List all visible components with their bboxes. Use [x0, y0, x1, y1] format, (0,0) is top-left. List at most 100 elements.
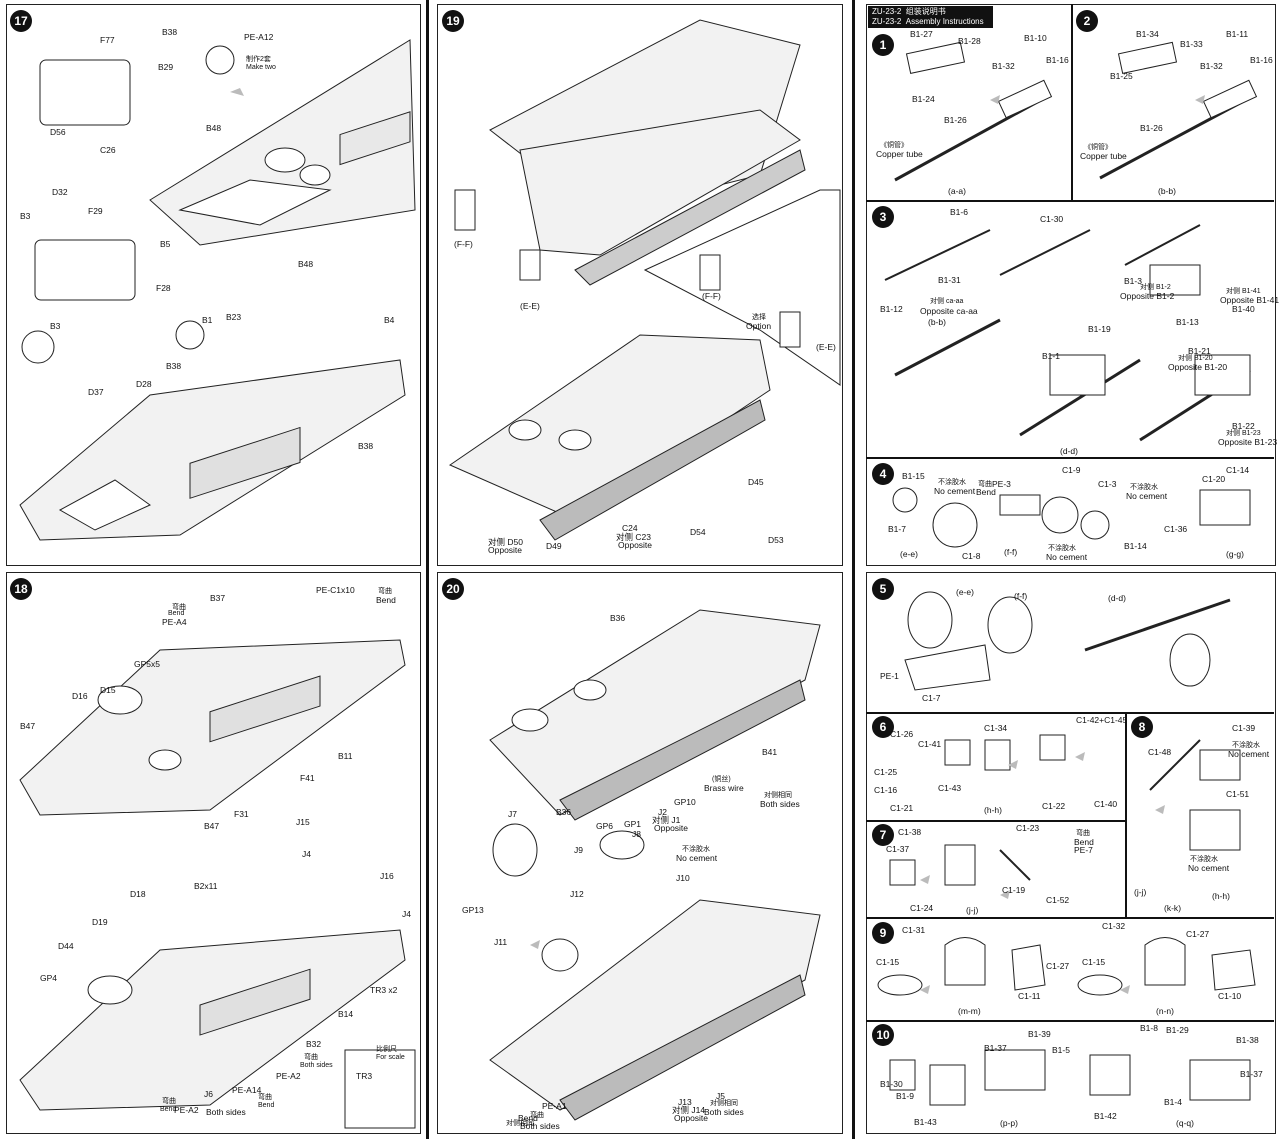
label-b1-40: B1-40 [1232, 304, 1255, 314]
label-b1-32-2: B1-32 [1200, 61, 1223, 71]
label-ff-2: (F-F) [702, 291, 721, 301]
label-b1-37-b: B1-37 [1240, 1069, 1263, 1079]
step-number-1: 1 [872, 34, 894, 56]
label-pe-a2: PE-A2 [276, 1071, 301, 1081]
label-pe-a12: PE-A12 [244, 32, 274, 42]
label-b1-26-2: B1-26 [1140, 123, 1163, 133]
label-b1-23-opp-cn: 对侧 B1-23 [1226, 430, 1261, 437]
column-divider [426, 0, 429, 1139]
label-dd-ref: (d-d) [1108, 593, 1126, 603]
label-b38-bottom: B38 [358, 441, 374, 451]
label-b47: B47 [20, 721, 36, 731]
caption-h-h: h-h [984, 805, 1002, 815]
label-gp1: GP1 [624, 819, 642, 829]
label-b38-mid: B38 [166, 361, 182, 371]
step-number-4: 4 [872, 463, 894, 485]
label-f29: F29 [88, 206, 103, 216]
label-ff-ref: (f-f) [1014, 591, 1028, 601]
label-c1-15: C1-15 [876, 957, 900, 967]
caption-p-p: p-p [1000, 1118, 1018, 1128]
label-f28: F28 [156, 283, 171, 293]
label-no-cement-cn-8b: 不涂胶水 [1190, 856, 1218, 863]
step-number-5: 5 [872, 578, 894, 600]
label-j13: J13 [678, 1097, 692, 1107]
label-b3: B3 [20, 211, 31, 221]
step-number-20: 20 [442, 578, 464, 600]
label-bend-cn-4: 弯曲 [978, 481, 992, 488]
label-pe-a1: PE-A1 [542, 1101, 567, 1111]
step-number-9: 9 [872, 922, 894, 944]
instruction-header: ZU-23-2 组装说明书 ZU-23-2 Assembly Instructi… [868, 6, 993, 28]
label-b1-37: B1-37 [984, 1043, 1007, 1053]
caption-n-n: n-n [1156, 1006, 1174, 1016]
label-bend-cn-3: 弯曲 [304, 1054, 318, 1061]
label-no-cement-4c: No cement [1046, 552, 1088, 562]
label-bend-4: Bend [160, 1106, 177, 1113]
label-gp10: GP10 [674, 797, 696, 807]
label-option-cn: 选择 [752, 314, 766, 321]
label-b1-1: B1-1 [1042, 351, 1060, 361]
label-j9: J9 [574, 845, 583, 855]
label-d49: D49 [546, 541, 562, 551]
label-bend-7: Bend [1074, 837, 1094, 847]
label-j11: J11 [494, 937, 508, 947]
label-b1-14: B1-14 [1124, 541, 1147, 551]
label-brass-wire: Brass wire [704, 783, 744, 793]
label-ee-ref: (e-e) [956, 587, 974, 597]
label-no-cement-cn-4a: 不涂胶水 [938, 479, 966, 486]
label-copper-tube-cn-2: 《铜管》 [1084, 144, 1112, 151]
label-bend-cn-1: 弯曲 [378, 588, 392, 595]
caption-e-e: e-e [900, 549, 918, 559]
label-b36: B36 [610, 613, 626, 623]
label-both-sides-1: Both sides [300, 1062, 333, 1069]
label-gp5x5: GP5x5 [134, 659, 160, 669]
label-b38: B38 [162, 27, 178, 37]
label-d54: D54 [690, 527, 706, 537]
label-b29: B29 [158, 62, 174, 72]
label-j14-opposite: 对侧 J14 [672, 1105, 706, 1115]
label-d37: D37 [88, 387, 104, 397]
label-c23-opposite: 对侧 C23 [616, 532, 651, 542]
step-number-10: 10 [872, 1024, 894, 1046]
label-bend-cn-5: 弯曲 [258, 1094, 272, 1101]
label-copper-tube-2: Copper tube [1080, 151, 1127, 161]
label-b1-20-opp: Opposite B1-20 [1168, 362, 1228, 372]
label-b1-27: B1-27 [910, 29, 933, 39]
caption-d-d: d-d [1060, 446, 1078, 456]
label-b1-16-2: B1-16 [1250, 55, 1273, 65]
label-b47-lower: B47 [204, 821, 220, 831]
caption-f-f: f-f [1004, 547, 1017, 557]
label-both-sides-4: Both sides [520, 1121, 560, 1131]
label-bend-5: Bend [258, 1102, 275, 1109]
label-c1-25: C1-25 [874, 767, 898, 777]
step-number-7: 7 [872, 824, 894, 846]
label-both-sides-5: Both sides [704, 1107, 744, 1117]
label-b1: B1 [202, 315, 213, 325]
label-c1-16: C1-16 [874, 785, 898, 795]
label-c1-40: C1-40 [1094, 799, 1118, 809]
label-bend-cn-4: 弯曲 [162, 1098, 176, 1105]
caption-g-g: g-g [1226, 549, 1244, 559]
panel-step-17 [6, 4, 421, 566]
label-ff-1: (F-F) [454, 239, 473, 249]
label-b1-12: B1-12 [880, 304, 903, 314]
label-b37: B37 [210, 593, 226, 603]
label-copper-tube-cn: 《铜管》 [880, 142, 908, 149]
label-no-cement-8b: No cement [1188, 863, 1230, 873]
panel-step-19 [437, 4, 843, 566]
label-b14: B14 [338, 1009, 354, 1019]
caption-k-k: k-k [1164, 903, 1181, 913]
label-d18: D18 [130, 889, 146, 899]
label-no-cement-8a: No cement [1228, 749, 1270, 759]
label-b1-2-opp-cn: 对侧 B1-2 [1140, 284, 1171, 291]
label-c1-14: C1-14 [1226, 465, 1250, 475]
label-b48: B48 [206, 123, 222, 133]
label-c1-10: C1-10 [1218, 991, 1242, 1001]
header-title-cn: 组装说明书 [905, 7, 946, 16]
label-d28: D28 [136, 379, 152, 389]
label-d19: D19 [92, 917, 108, 927]
label-j1-opposite: 对侧 J1 [652, 815, 681, 825]
panel-step-18 [6, 572, 421, 1134]
label-b11: B11 [338, 751, 353, 761]
label-b1-30: B1-30 [880, 1079, 903, 1089]
